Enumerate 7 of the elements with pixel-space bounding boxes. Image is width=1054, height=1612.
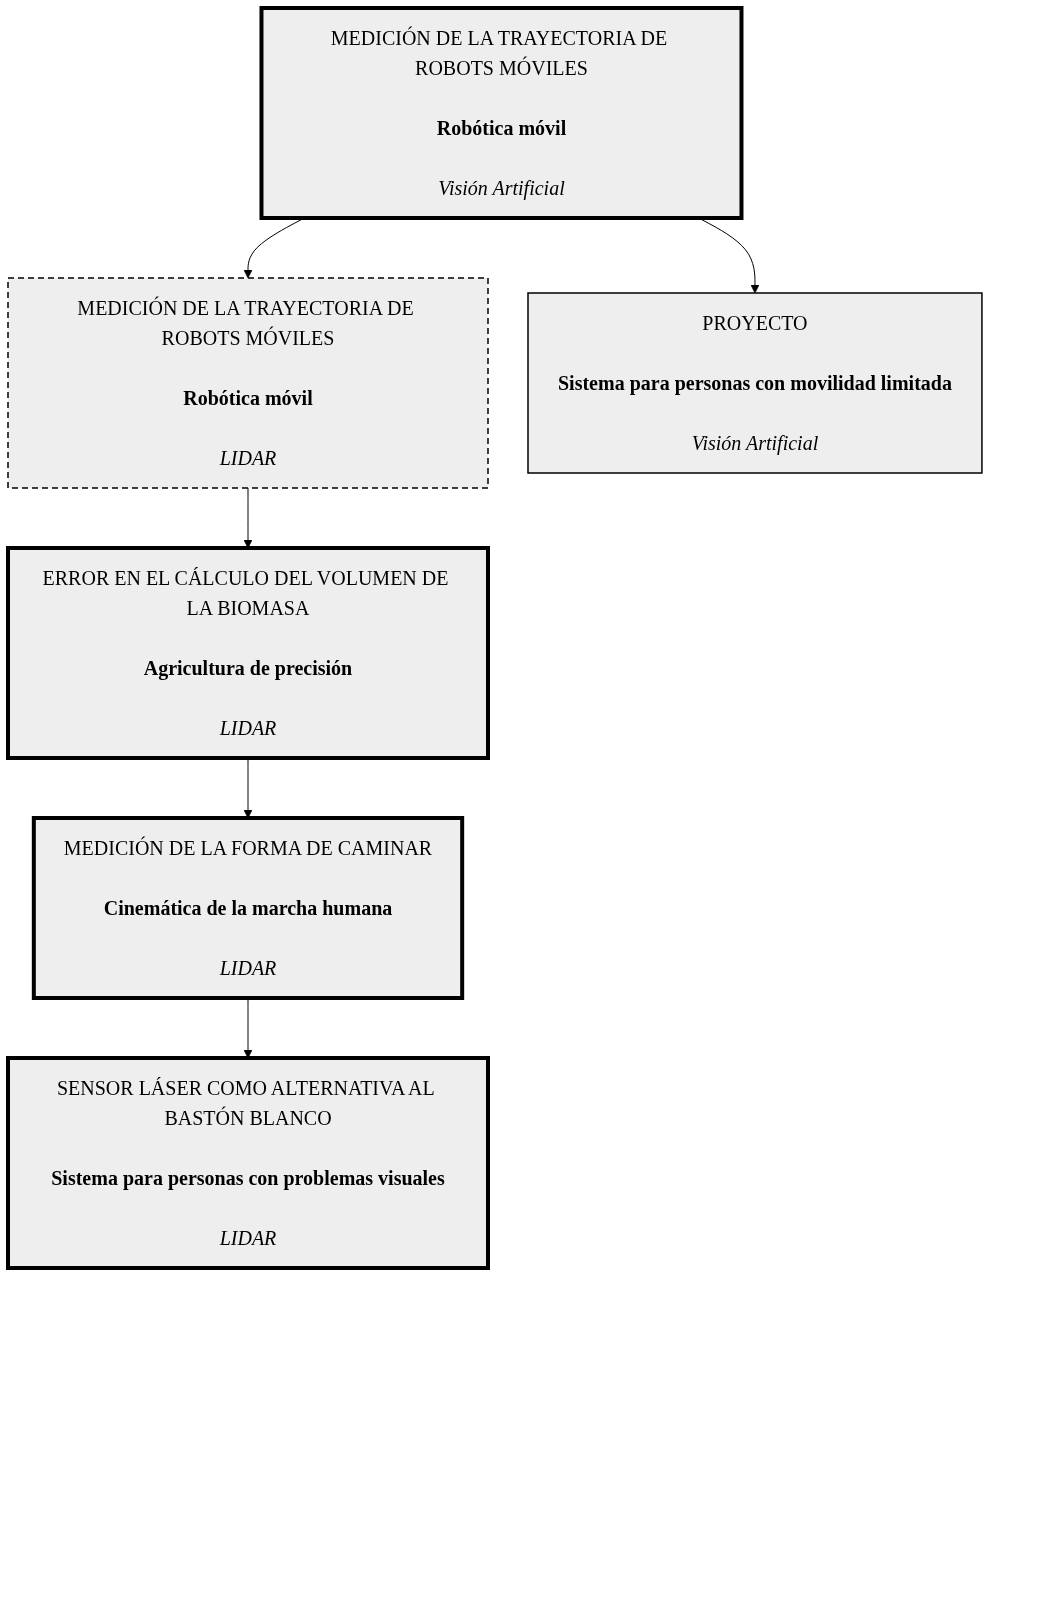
node-box: MEDICIÓN DE LA TRAYECTORIA DE ROBOTS MÓVILES Robótica móvil Visión Artificial xyxy=(259,6,744,220)
node-box: ERROR EN EL CÁLCULO DEL VOLUMEN DE LA BIOMASA Agricultura de precisión LIDAR xyxy=(6,546,490,760)
node-box: MEDICIÓN DE LA TRAYECTORIA DE ROBOTS MÓVILES Robótica móvil LIDAR xyxy=(7,277,489,489)
node-box: PROYECTO Sistema para personas con movilidad limitada Visión Artificial xyxy=(527,292,983,474)
node-box: MEDICIÓN DE LA FORMA DE CAMINAR Cinemática de la marcha humana LIDAR xyxy=(31,816,465,1000)
node-box: SENSOR LÁSER COMO ALTERNATIVA AL BASTÓN BLANCO Sistema para personas con problemas visuales LIDAR xyxy=(6,1056,490,1270)
arrow xyxy=(243,487,253,549)
